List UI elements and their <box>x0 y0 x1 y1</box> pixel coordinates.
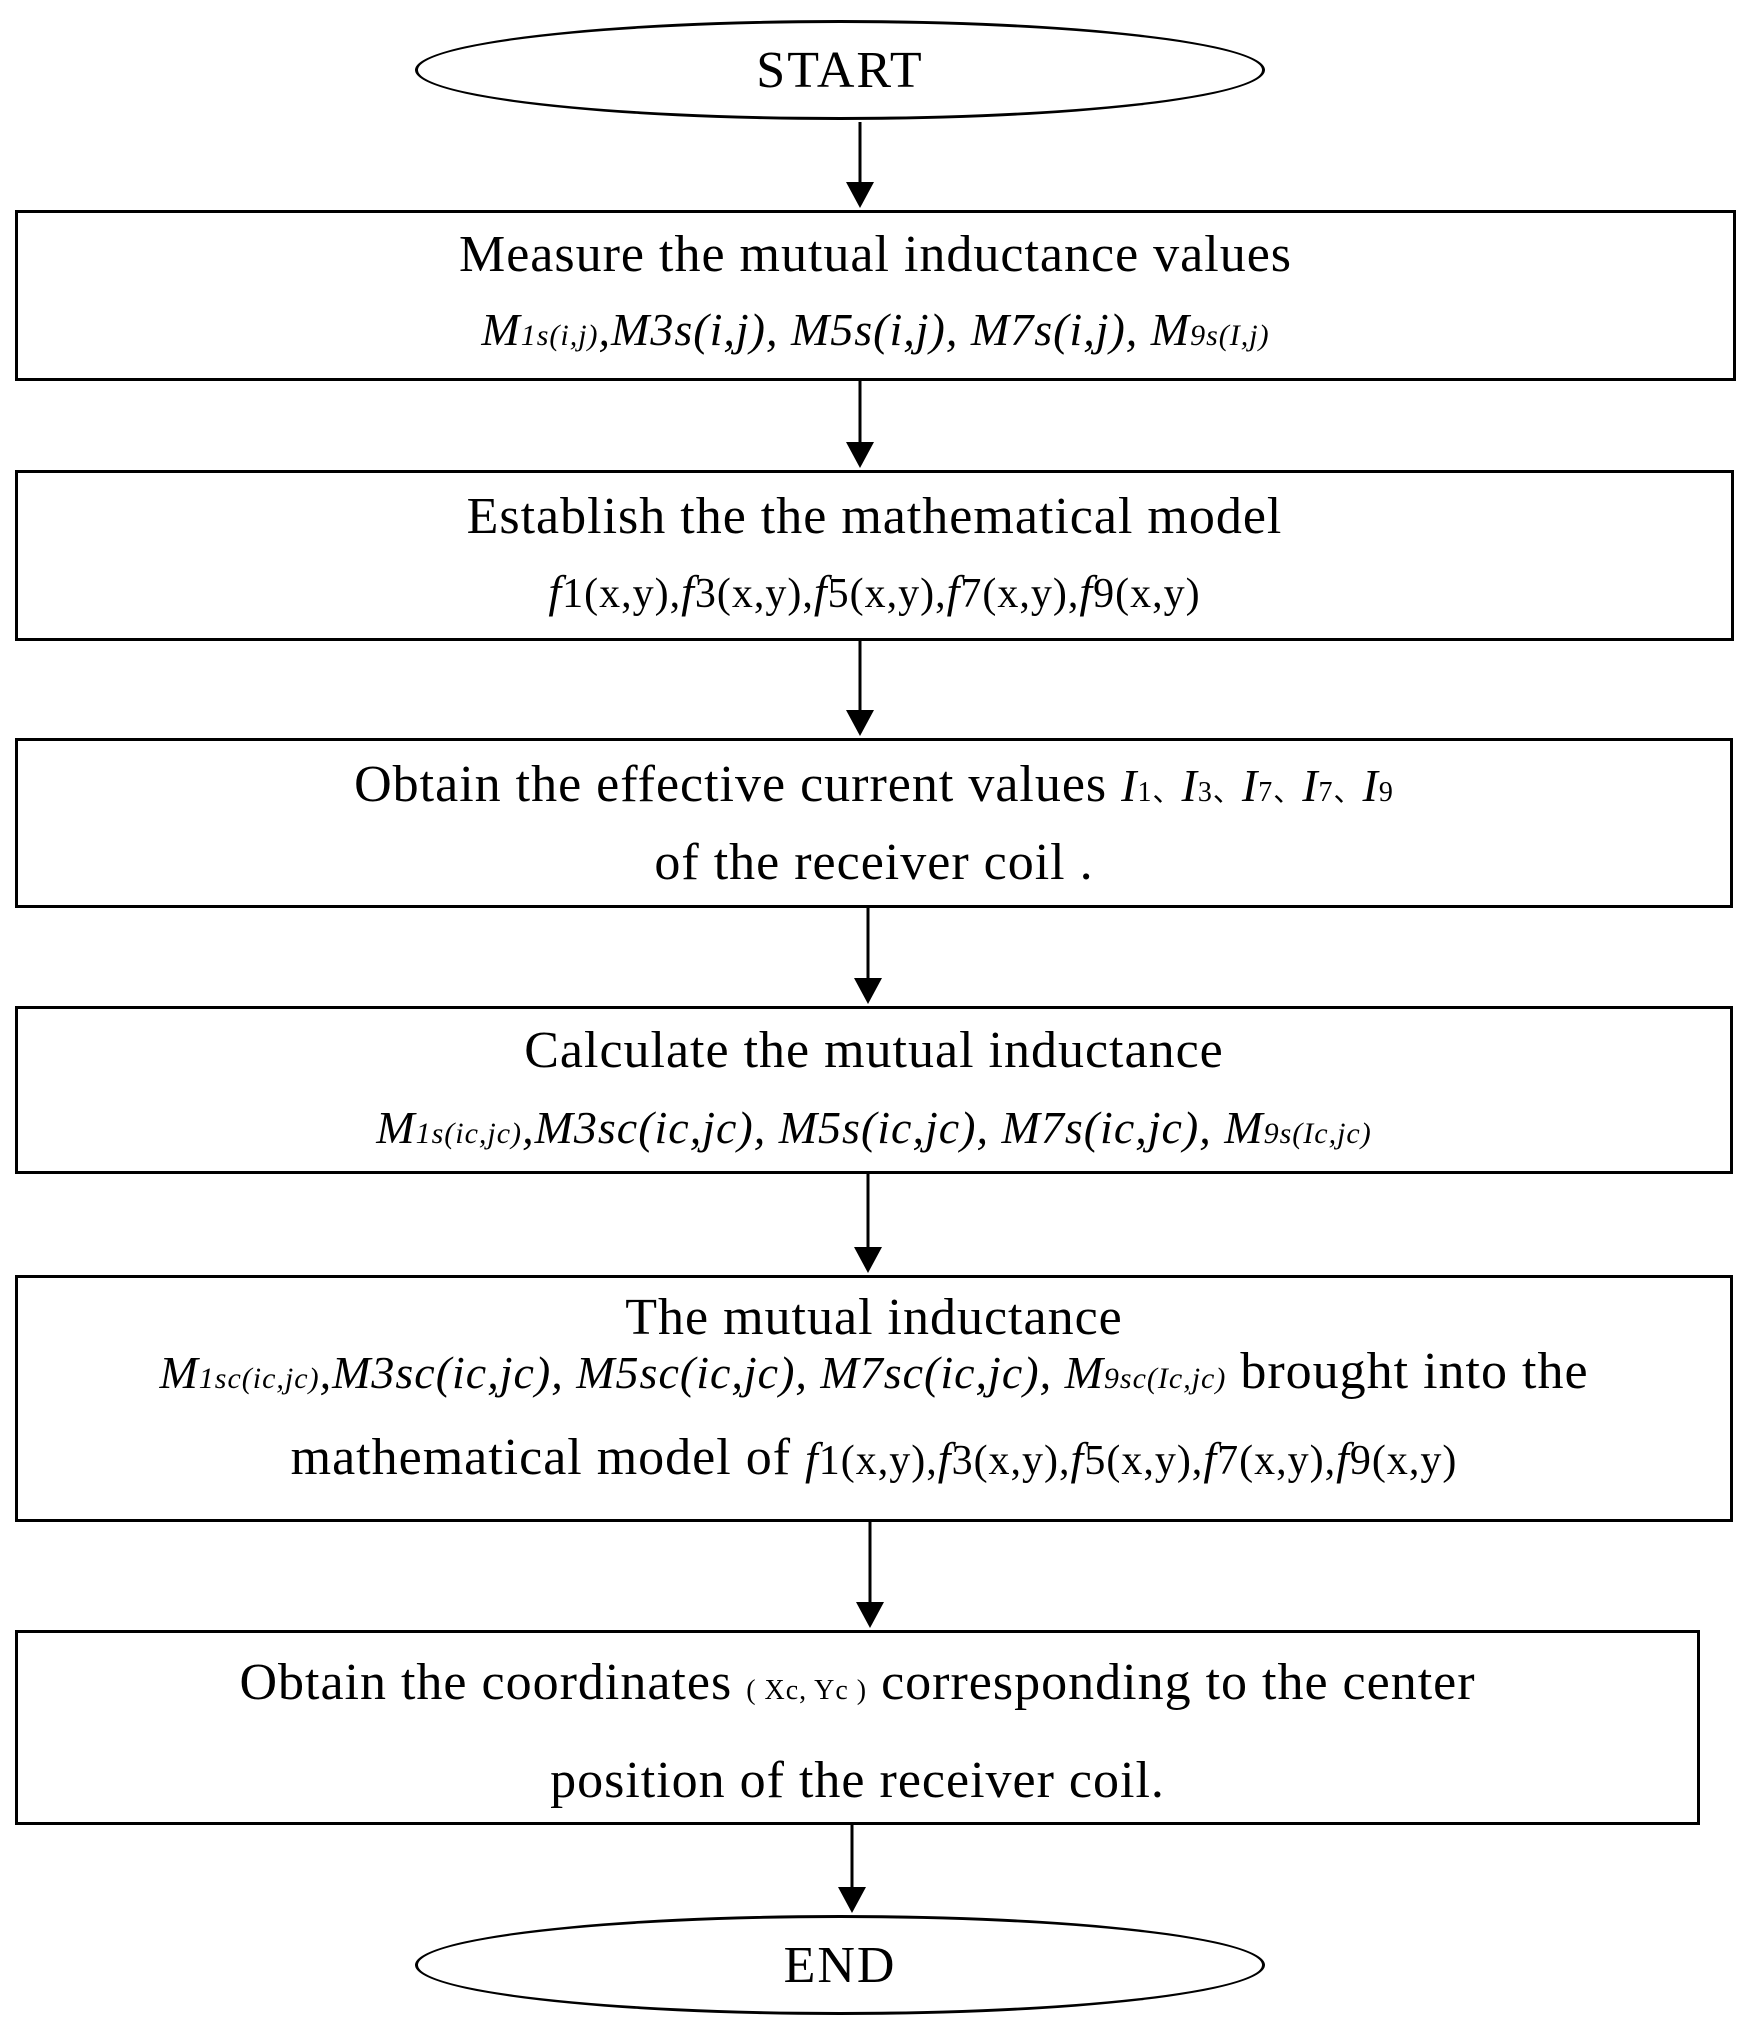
calculate-step-title: Calculate the mutual inductance <box>524 1022 1224 1079</box>
measure-step: Measure the mutual inductance values M1s… <box>15 210 1736 381</box>
end-label: END <box>783 1936 897 1994</box>
coordinates-step-line2: position of the receiver coil. <box>550 1752 1165 1809</box>
substitute-step-title: The mutual inductance <box>625 1289 1123 1346</box>
calculate-step: Calculate the mutual inductance M1s(ic,j… <box>15 1006 1733 1174</box>
measure-step-title: Measure the mutual inductance values <box>458 226 1293 283</box>
start-terminal: START <box>415 20 1265 120</box>
substitute-step: The mutual inductance M1sc(ic,jc),M3sc(i… <box>15 1275 1733 1522</box>
measure-step-formula: M1s(i,j),M3s(i,j), M5s(i,j), M7s(i,j), M… <box>481 304 1270 355</box>
coordinates-step-line1: Obtain the coordinates ( Xc, Yc ) corres… <box>239 1654 1476 1711</box>
start-label: START <box>756 41 924 99</box>
substitute-step-line2: M1sc(ic,jc),M3sc(ic,jc), M5sc(ic,jc), M7… <box>159 1343 1589 1400</box>
coordinates-step: Obtain the coordinates ( Xc, Yc ) corres… <box>15 1630 1700 1825</box>
substitute-step-line3: mathematical model of f1(x,y),f3(x,y),f5… <box>290 1429 1458 1486</box>
end-terminal: END <box>415 1915 1265 2015</box>
model-step-title: Establish the the mathematical model <box>466 488 1283 545</box>
current-step-line2: of the receiver coil . <box>654 834 1094 891</box>
current-step-line1: Obtain the effective current values I1、I… <box>354 756 1394 813</box>
current-step: Obtain the effective current values I1、I… <box>15 738 1733 908</box>
model-step: Establish the the mathematical model f1(… <box>15 470 1734 641</box>
calculate-step-formula: M1s(ic,jc),M3sc(ic,jc), M5s(ic,jc), M7s(… <box>376 1102 1372 1153</box>
model-step-functions: f1(x,y),f3(x,y),f5(x,y),f7(x,y),f9(x,y) <box>548 566 1201 617</box>
